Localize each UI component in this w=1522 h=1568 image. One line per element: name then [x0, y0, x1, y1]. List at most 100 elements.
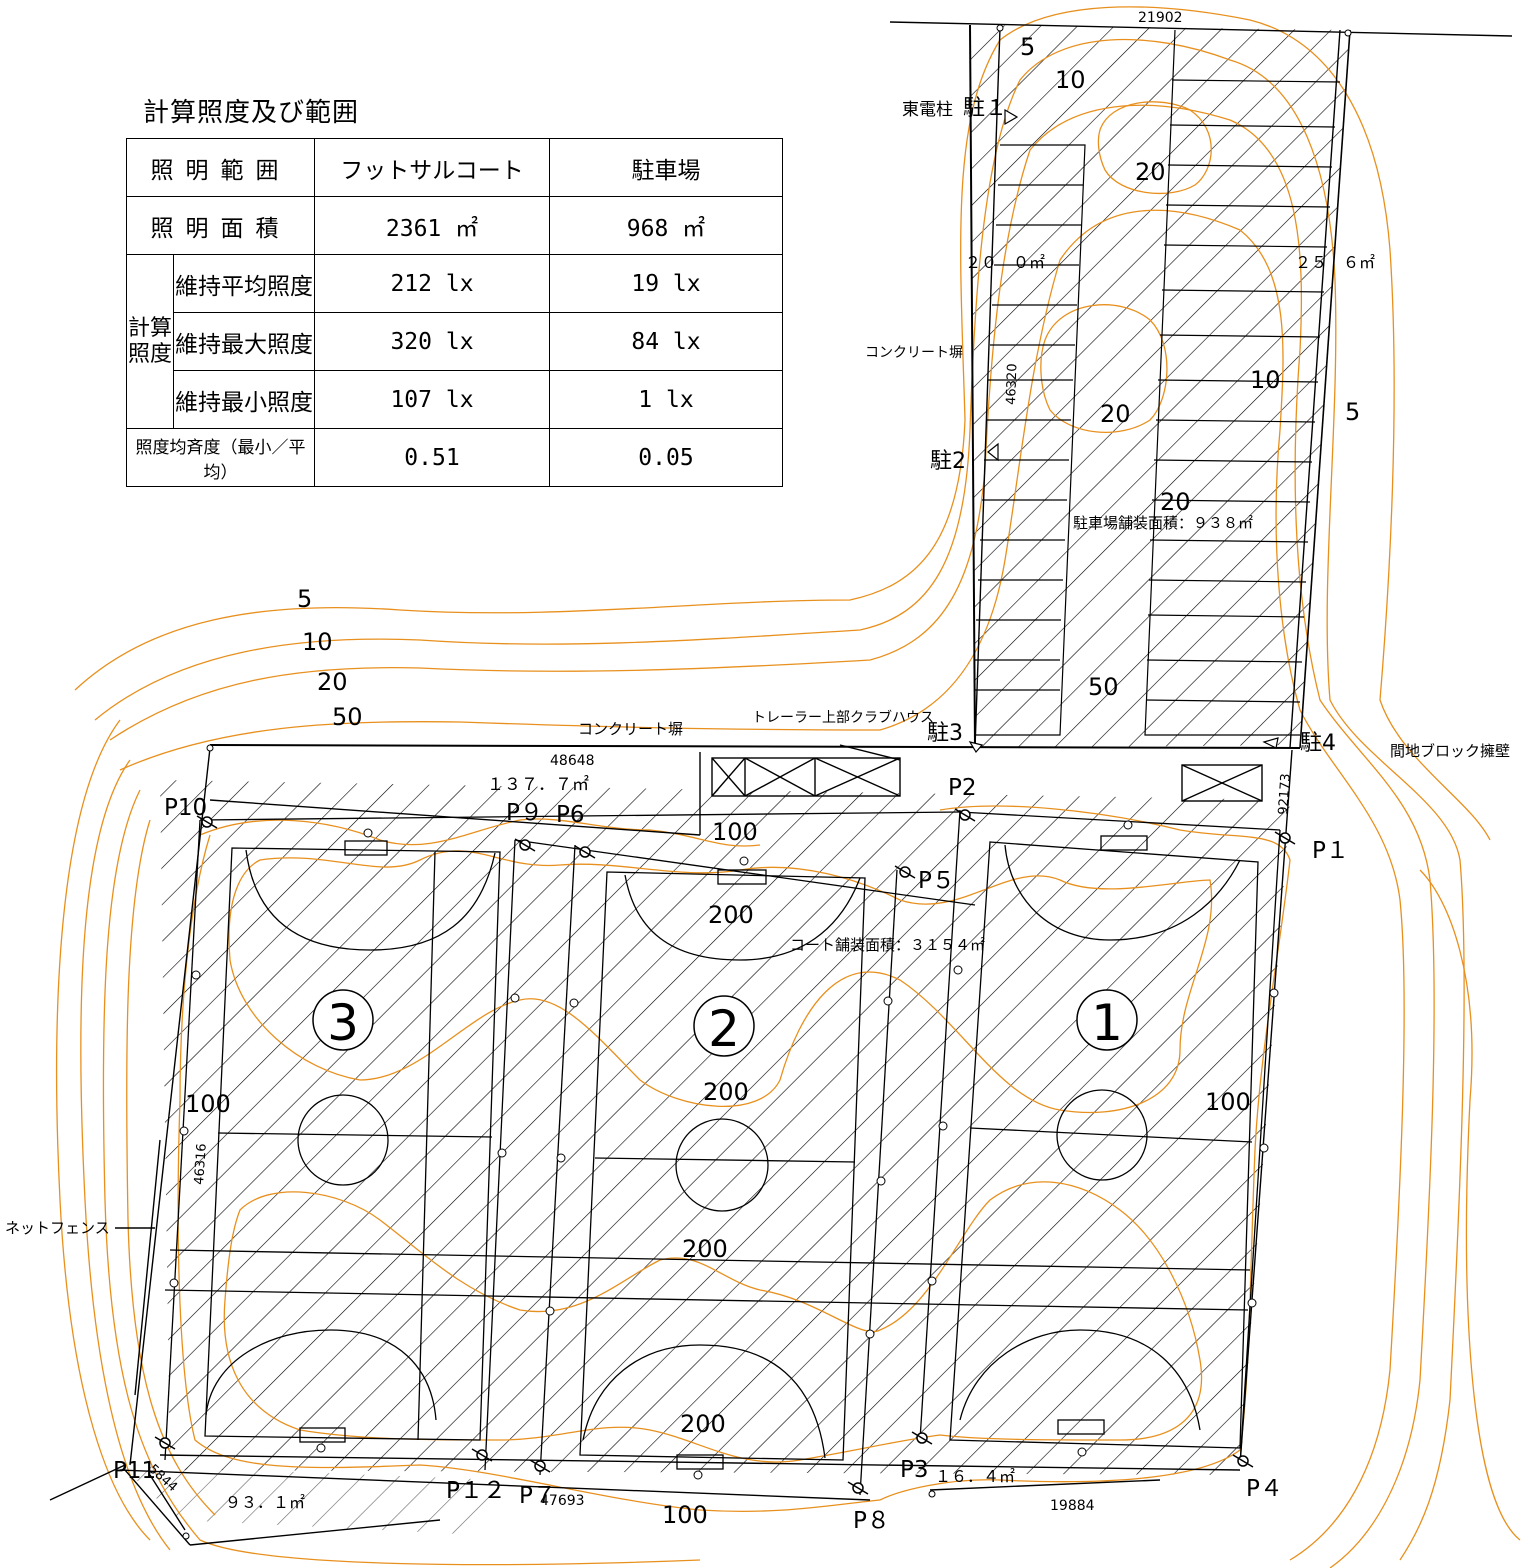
- table-avg-row: 計算照度 維持平均照度 212 lx 19 lx: [126, 254, 783, 429]
- contour-label-10-top: 10: [1055, 66, 1086, 94]
- court-3-outline: [204, 840, 501, 1443]
- contour-label-100-bottom: 100: [662, 1501, 708, 1529]
- table-uniformity-row: 照度均斉度（最小／平均） 0.51 0.05: [126, 428, 783, 487]
- left-fence-2: [134, 1139, 161, 1396]
- contour-label-5-top: 5: [1020, 33, 1035, 61]
- parking-right-wall: [1299, 29, 1351, 749]
- court-2-number: 2: [708, 1000, 740, 1058]
- bottom-triangle-b: [189, 1519, 441, 1546]
- pole-label-P9: P９: [506, 800, 543, 826]
- court-3-number: 3: [327, 994, 359, 1052]
- contour-label-200-top: 200: [708, 901, 754, 929]
- avg-label: 維持平均照度: [173, 254, 315, 313]
- dim-19884: 19884: [1050, 1498, 1095, 1514]
- parking-left-wall: [969, 24, 976, 749]
- min-court: 107 lx: [314, 370, 550, 429]
- area-93: ９３．１㎡: [225, 1493, 305, 1512]
- left-net-fence: [129, 747, 211, 1466]
- contour-label-100-left: 100: [185, 1090, 231, 1118]
- dim-48648: 48648: [550, 753, 595, 769]
- contour-label-10-right: 10: [1250, 366, 1281, 394]
- pole-label-P10: P10: [164, 795, 207, 821]
- court-bottom-boundary-2: [119, 1469, 871, 1501]
- court-3-badge: [312, 989, 374, 1051]
- bottom-triangle-a: [124, 1469, 191, 1546]
- contour-20-circle-mid: [1040, 304, 1168, 433]
- table-title: 計算照度及び範囲: [143, 98, 360, 128]
- avg-court: 212 lx: [314, 254, 550, 313]
- contour-100-right: [879, 805, 1291, 1501]
- court-2-badge: [693, 995, 755, 1057]
- parking-lights: [968, 108, 1279, 754]
- area-20: ２０ ０㎡: [965, 253, 1045, 272]
- header-parking: 駐車場: [549, 138, 783, 197]
- calc-label: 計算照度: [126, 254, 174, 429]
- contour-label-20-parking: 20: [1160, 488, 1191, 516]
- court-3b-outline: [949, 835, 1259, 1449]
- pole-P1: [1274, 831, 1296, 845]
- bottom-left-hatch: [120, 1465, 500, 1535]
- parking-left-row: [975, 144, 1086, 736]
- pole-P5: [894, 865, 916, 879]
- contour-20-circle-top: [1097, 101, 1212, 195]
- min-parking: 1 lx: [549, 370, 783, 429]
- contour-5-outer: [55, 6, 1521, 1541]
- dim-92173: 92173: [1276, 773, 1294, 815]
- light-poles: [154, 808, 1296, 1495]
- pole-P6: [574, 845, 596, 859]
- pole-P4: [1232, 1454, 1254, 1468]
- area-137: １３７．７㎡: [487, 775, 589, 795]
- court-hatch: [160, 780, 1290, 1475]
- contour-label-100-right: 100: [1205, 1088, 1251, 1116]
- header-range: 照明範囲: [126, 138, 315, 197]
- table-max-row: 維持最大照度 320 lx 84 lx: [127, 312, 783, 371]
- uniformity-court: 0.51: [314, 428, 550, 487]
- contour-20: [102, 104, 1435, 1568]
- uniformity-label: 照度均斉度（最小／平均）: [126, 428, 315, 487]
- pole-label-P5: P５: [918, 868, 955, 894]
- area-parking-paving: 駐車場舗装面積：９３８㎡: [1073, 514, 1253, 532]
- parking-left-wall-2: [974, 27, 1001, 749]
- area-court-paving: コート舗装面積：３１５４㎡: [790, 936, 985, 954]
- contour-label-50-parking: 50: [1088, 673, 1119, 701]
- pole-label-P4: P４: [1246, 1476, 1283, 1502]
- max-label: 維持最大照度: [173, 312, 315, 371]
- court-1-badge: [1076, 989, 1138, 1051]
- dim-47693: 47693: [540, 1493, 585, 1509]
- max-court: 320 lx: [314, 312, 550, 371]
- concrete-wall-line: [209, 744, 1301, 749]
- header-court: フットサルコート: [314, 138, 550, 197]
- contour-100-left: [177, 818, 881, 1512]
- court-bottom-boundary: [159, 1454, 1241, 1471]
- trailer-clubhouse: [711, 744, 1263, 802]
- contour-10: [80, 38, 1465, 1561]
- min-label: 維持最小照度: [173, 370, 315, 429]
- drawing-labels: 5 10 20 20 10 5 20 50 5 10 20 50 100 200…: [5, 10, 1510, 1534]
- contour-label-50-left: 50: [332, 703, 363, 731]
- p11-leader: [49, 1464, 126, 1501]
- area-16: １６．４㎡: [935, 1467, 1015, 1486]
- contour-label-5-right: 5: [1345, 398, 1360, 426]
- illuminance-table: 照明範囲 フットサルコート 駐車場 照明面積 2361 ㎡ 968 ㎡ 計算照度…: [126, 138, 783, 487]
- parking-light-2: 駐2: [930, 449, 966, 474]
- table-min-row: 維持最小照度 107 lx 1 lx: [127, 370, 783, 429]
- uniformity-parking: 0.05: [549, 428, 783, 487]
- pole-P9: [514, 838, 536, 852]
- dim-46316: 46316: [192, 1143, 210, 1185]
- contour-label-200-low: 200: [682, 1235, 728, 1263]
- pole-label-P6: P6: [556, 802, 585, 828]
- contour-label-20-mid: 20: [1100, 400, 1131, 428]
- label-concrete-wall: コンクリート塀: [865, 345, 963, 361]
- contour-label-20-left: 20: [317, 668, 348, 696]
- contour-200-a: [228, 850, 1213, 1114]
- futsal-courts: [164, 809, 1281, 1496]
- table-area-row: 照明面積 2361 ㎡ 968 ㎡: [126, 196, 783, 255]
- pole-P8: [847, 1481, 869, 1495]
- parking-light-4: 駐4: [1300, 731, 1336, 756]
- parking-right-row: [1144, 29, 1300, 736]
- contour-label-100-top: 100: [712, 818, 758, 846]
- pole-label-P3: P3: [900, 1457, 929, 1483]
- pole-P10: [196, 815, 218, 829]
- dim-21902: 21902: [1138, 10, 1183, 26]
